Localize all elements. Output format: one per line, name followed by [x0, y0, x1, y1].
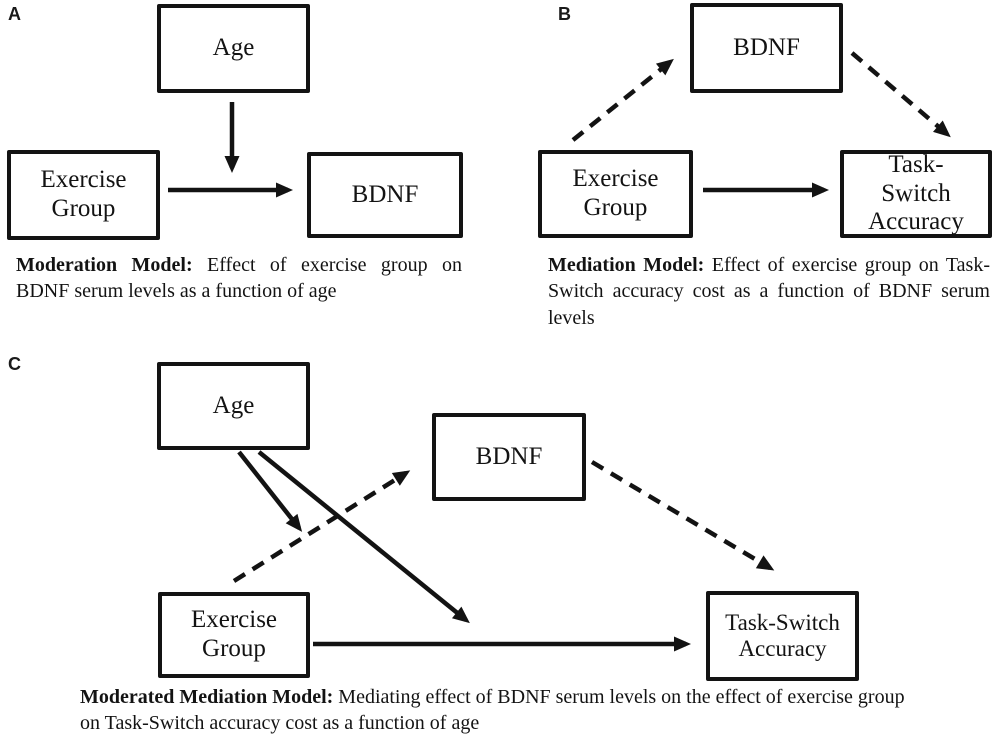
caption-c-title: Moderated Mediation Model: — [80, 686, 334, 708]
caption-b: Mediation Model: Effect of exercise grou… — [548, 252, 990, 331]
caption-c: Moderated Mediation Model: Mediating eff… — [80, 684, 910, 737]
arrow-c-exercise-to-bdnf — [232, 470, 411, 583]
panel-b-label: B — [558, 4, 571, 24]
caption-a: Moderation Model: Effect of exercise gro… — [16, 252, 462, 305]
node-a-bdnf: BDNF — [307, 152, 463, 238]
caption-a-text: Effect of exercise group on BDNF serum l… — [16, 254, 462, 303]
node-b-task-switch: Task-Switch Accuracy — [840, 150, 992, 238]
node-b-exercise-group: Exercise Group — [538, 150, 693, 238]
node-c-age: Age — [157, 362, 310, 450]
caption-b-text: Effect of exercise group on Task-Switch … — [548, 254, 991, 329]
arrow-c-age-to-a-path — [237, 450, 303, 532]
arrow-b-bdnf-to-task — [850, 51, 951, 138]
caption-c-text: Mediating effect of BDNF serum levels on… — [80, 686, 905, 735]
arrow-c-bdnf-to-task — [590, 460, 775, 571]
node-a-age: Age — [157, 4, 310, 93]
node-c-task-switch: Task-Switch Accuracy — [706, 591, 859, 681]
caption-a-title: Moderation Model: — [16, 254, 193, 276]
node-a-exercise-group: Exercise Group — [7, 150, 160, 240]
caption-b-title: Mediation Model: — [548, 254, 705, 276]
node-c-exercise-group: Exercise Group — [158, 592, 310, 678]
panel-c-label: C — [8, 354, 21, 374]
node-c-bdnf: BDNF — [432, 413, 586, 501]
arrow-b-exercise-to-bdnf — [571, 58, 674, 142]
node-b-bdnf: BDNF — [690, 3, 843, 93]
panel-a-label: A — [8, 4, 21, 24]
